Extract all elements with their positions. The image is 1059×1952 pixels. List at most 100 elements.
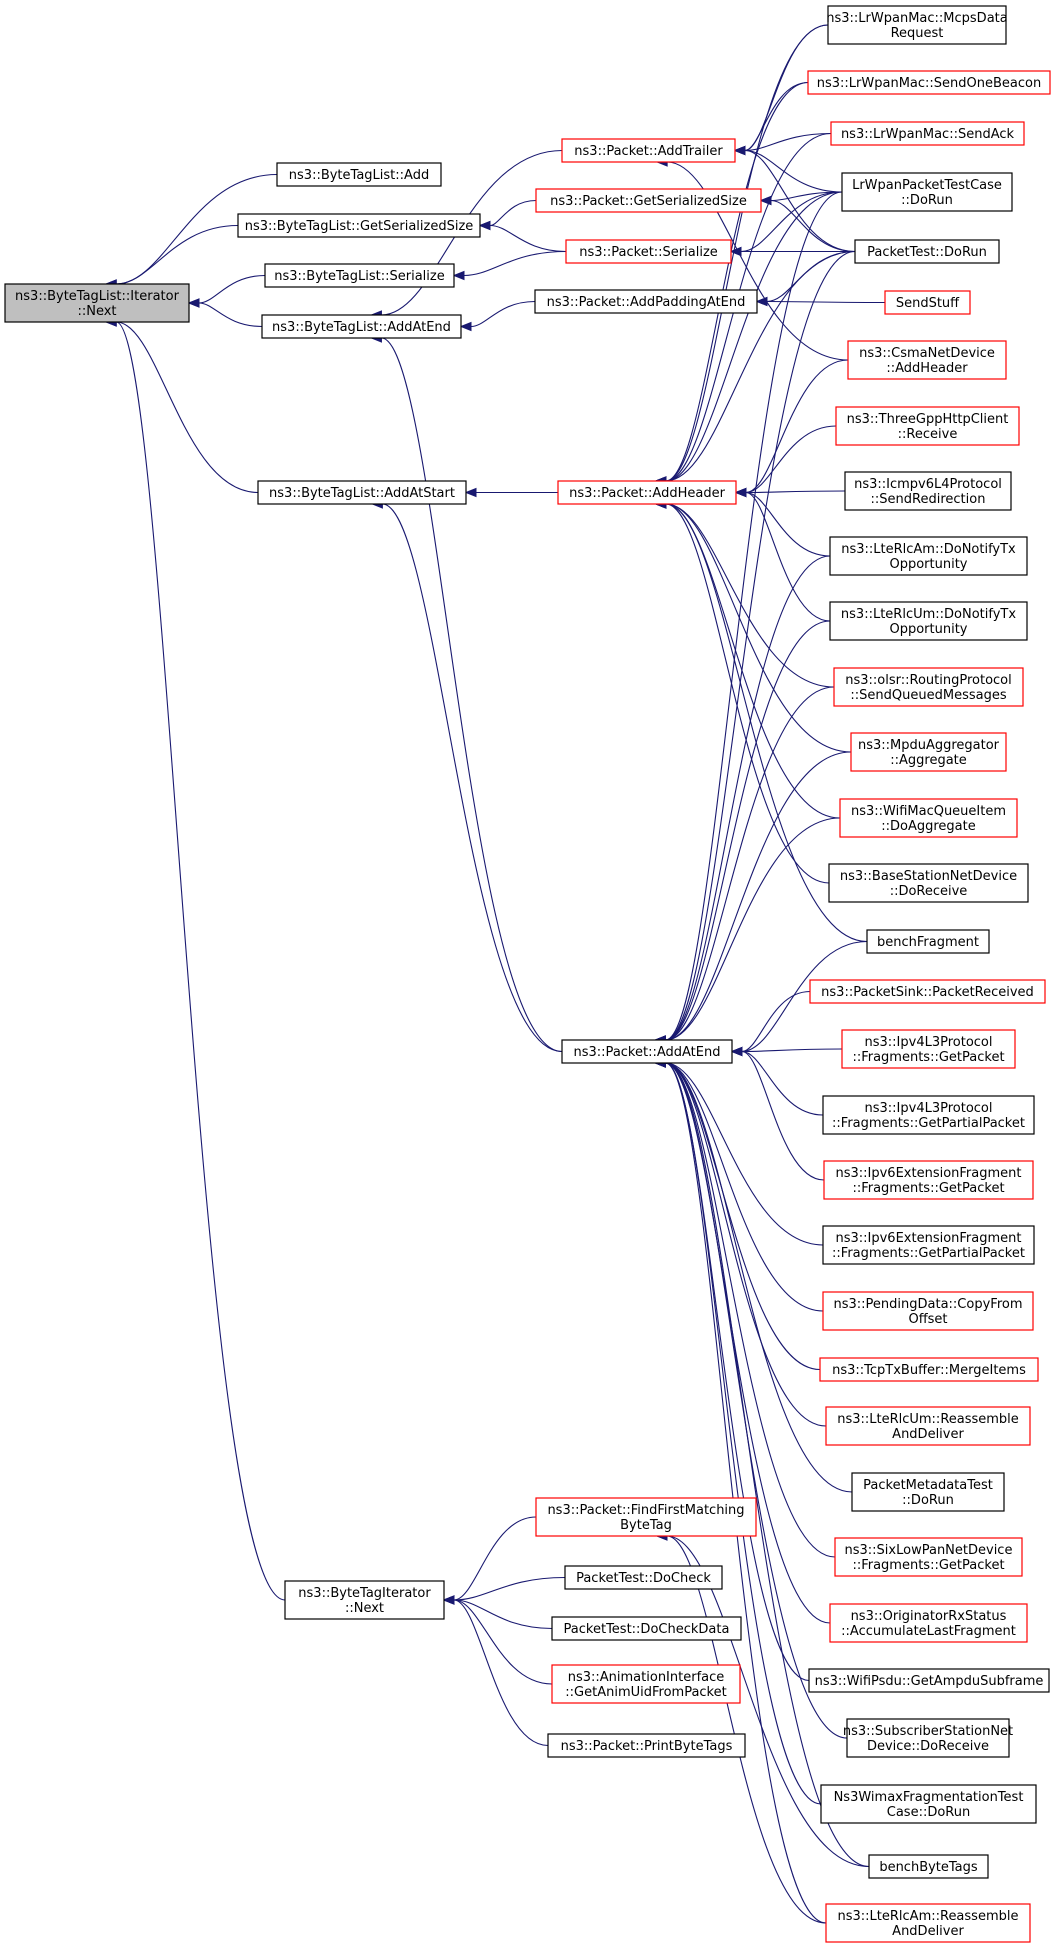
- edge-line: [116, 224, 239, 285]
- node-btl_aas[interactable]: ns3::ByteTagList::AddAtStart: [257, 480, 467, 505]
- node-btl_gss[interactable]: ns3::ByteTagList::GetSerializedSize: [237, 213, 481, 238]
- node-r_orig[interactable]: ns3::OriginatorRxStatus::AccumulateLastF…: [829, 1603, 1028, 1643]
- node-r_sink[interactable]: ns3::PacketSink::PacketReceived: [809, 979, 1046, 1004]
- edge-line: [744, 132, 832, 152]
- node-r_ssnd[interactable]: ns3::SubscriberStationNetDevice::DoRecei…: [843, 1718, 1013, 1758]
- edge-p_pad-to-btl_aae: [459, 300, 536, 332]
- node-r_ack[interactable]: ns3::LrWpanMac::SendAck: [830, 121, 1025, 146]
- node-r_bsnd[interactable]: ns3::BaseStationNetDevice::DoReceive: [828, 863, 1029, 903]
- edge-p_ser-to-btl_gss: [478, 220, 567, 253]
- node-p_print[interactable]: ns3::Packet::PrintByteTags: [547, 1733, 746, 1758]
- node-box: [823, 1160, 1034, 1200]
- node-label: ns3::WifiPsdu::GetAmpduSubframe: [815, 1674, 1044, 1689]
- node-btl_ser[interactable]: ns3::ByteTagList::Serialize: [264, 263, 455, 288]
- node-r_wpsdu[interactable]: ns3::WifiPsdu::GetAmpduSubframe: [808, 1668, 1050, 1693]
- edge-line: [740, 191, 843, 253]
- edge-line: [665, 24, 829, 482]
- node-box: [807, 70, 1051, 95]
- node-box: [561, 1039, 733, 1064]
- node-r_lrtc[interactable]: LrWpanPacketTestCase::DoRun: [841, 172, 1013, 212]
- edge-r_olsr-to-p_aae: [654, 686, 835, 1045]
- edge-p_ffm-to-bti_next: [442, 1516, 537, 1605]
- edge-r_olsr-to-p_header: [654, 499, 835, 688]
- node-r_ptrun[interactable]: PacketTest::DoRun: [854, 239, 1000, 264]
- node-p_trailer[interactable]: ns3::Packet::AddTrailer: [561, 138, 736, 163]
- node-r_sixlow[interactable]: ns3::SixLowPanNetDevice::Fragments::GetP…: [834, 1537, 1023, 1577]
- node-r_beacon[interactable]: ns3::LrWpanMac::SendOneBeacon: [807, 70, 1051, 95]
- node-anim[interactable]: ns3::AnimationInterface::GetAnimUidFromP…: [551, 1664, 741, 1704]
- edge-line: [489, 224, 567, 253]
- node-p_gss[interactable]: ns3::Packet::GetSerializedSize: [535, 188, 762, 213]
- edge-line: [665, 1062, 827, 1427]
- node-pt_checkdata[interactable]: PacketTest::DoCheckData: [551, 1616, 742, 1641]
- node-label: ns3::TcpTxBuffer::MergeItems: [832, 1363, 1026, 1378]
- node-box: [534, 289, 758, 314]
- node-btl_aae[interactable]: ns3::ByteTagList::AddAtEnd: [261, 314, 462, 339]
- edge-line: [665, 1062, 824, 1246]
- node-r_pmt[interactable]: PacketMetadataTest::DoRun: [851, 1472, 1005, 1512]
- node-label: ns3::WifiMacQueueItem: [851, 804, 1006, 819]
- node-root[interactable]: ns3::ByteTagList::Iterator::Next: [4, 283, 190, 323]
- node-box: [868, 1854, 989, 1879]
- node-r_ipv6p[interactable]: ns3::Ipv6ExtensionFragment::Fragments::G…: [822, 1225, 1035, 1265]
- node-r_tcptx[interactable]: ns3::TcpTxBuffer::MergeItems: [819, 1357, 1039, 1382]
- node-label: ns3::OriginatorRxStatus: [851, 1609, 1007, 1624]
- node-label: ns3::ThreeGppHttpClient: [847, 412, 1009, 427]
- node-r_wmqi[interactable]: ns3::WifiMacQueueItem::DoAggregate: [839, 798, 1018, 838]
- node-box: [847, 340, 1007, 380]
- node-p_aae[interactable]: ns3::Packet::AddAtEnd: [561, 1039, 733, 1064]
- node-r_ipv4p[interactable]: ns3::Ipv4L3Protocol::Fragments::GetParti…: [822, 1095, 1035, 1135]
- node-r_bbt[interactable]: benchByteTags: [868, 1854, 989, 1879]
- node-label: ByteTag: [620, 1518, 672, 1533]
- arrow-head: [442, 1595, 455, 1605]
- edge-line: [453, 1599, 549, 1747]
- node-r_send[interactable]: SendStuff: [884, 290, 971, 315]
- edge-line: [665, 751, 852, 1041]
- node-label: ::DoRun: [902, 1493, 954, 1508]
- node-label: Opportunity: [889, 622, 967, 637]
- node-label: ns3::Packet::AddAtEnd: [574, 1045, 721, 1060]
- node-box: [809, 979, 1046, 1004]
- edge-line: [665, 503, 868, 943]
- arrow-head: [478, 220, 491, 231]
- node-pt_check[interactable]: PacketTest::DoCheck: [564, 1565, 723, 1590]
- node-box: [237, 213, 481, 238]
- node-p_pad[interactable]: ns3::Packet::AddPaddingAtEnd: [534, 289, 758, 314]
- node-box: [827, 5, 1007, 45]
- node-label: ns3::LrWpanMac::SendOneBeacon: [817, 76, 1041, 91]
- edge-r_ipv4p-to-p_aae: [730, 1046, 824, 1116]
- node-p_ser[interactable]: ns3::Packet::Serialize: [565, 239, 732, 264]
- node-label: ::Fragments::GetPacket: [852, 1050, 1004, 1065]
- node-r_olsr[interactable]: ns3::olsr::RoutingProtocol::SendQueuedMe…: [833, 667, 1024, 707]
- node-box: [833, 667, 1024, 707]
- node-label: ns3::MpduAggregator: [858, 738, 1000, 753]
- node-r_mpdu[interactable]: ns3::MpduAggregator::Aggregate: [850, 732, 1007, 772]
- node-btl_add[interactable]: ns3::ByteTagList::Add: [276, 162, 442, 187]
- edge-r_beacon-to-p_trailer: [733, 81, 809, 156]
- node-label: Request: [891, 26, 944, 41]
- node-r_ipv6f[interactable]: ns3::Ipv6ExtensionFragment::Fragments::G…: [823, 1160, 1034, 1200]
- node-r_http[interactable]: ns3::ThreeGppHttpClient::Receive: [835, 406, 1020, 446]
- edge-line: [470, 300, 536, 328]
- node-bti_next[interactable]: ns3::ByteTagIterator::Next: [284, 1580, 445, 1620]
- node-r_csma[interactable]: ns3::CsmaNetDevice::AddHeader: [847, 340, 1007, 380]
- node-p_header[interactable]: ns3::Packet::AddHeader: [557, 480, 737, 505]
- node-box: [561, 138, 736, 163]
- arrow-head: [464, 487, 477, 498]
- node-label: Case::DoRun: [887, 1805, 970, 1820]
- node-r_bfrag[interactable]: benchFragment: [866, 929, 990, 954]
- node-label: ::Aggregate: [890, 753, 967, 768]
- node-r_icmp[interactable]: ns3::Icmpv6L4Protocol::SendRedirection: [844, 471, 1012, 511]
- node-label: ::AddHeader: [886, 361, 968, 376]
- node-label: ::AccumulateLastFragment: [841, 1624, 1016, 1639]
- node-box: [565, 239, 732, 264]
- node-r_ipv4f[interactable]: ns3::Ipv4L3Protocol::Fragments::GetPacke…: [841, 1029, 1016, 1069]
